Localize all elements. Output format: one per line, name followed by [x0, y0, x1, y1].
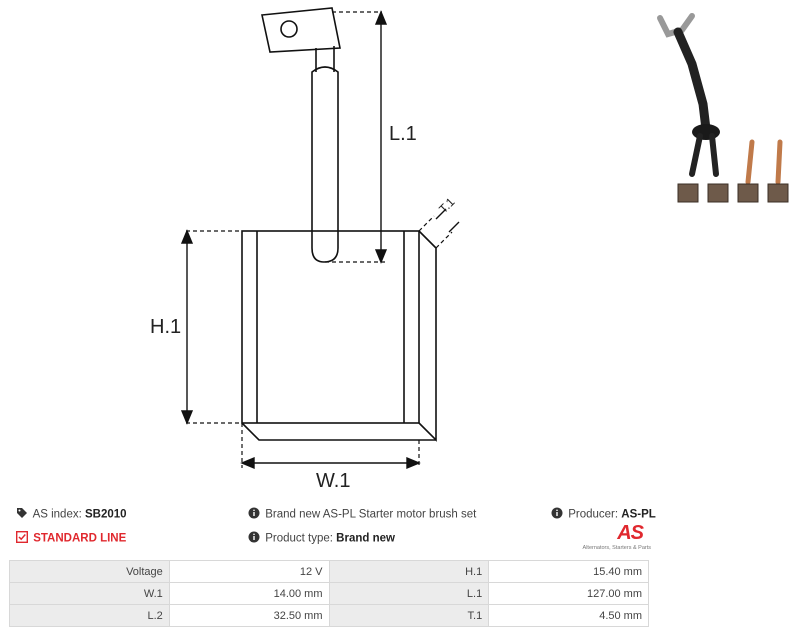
table-row: W.1 14.00 mm L.1 127.00 mm — [9, 582, 649, 605]
spec-key: L.1 — [328, 582, 490, 605]
label-w1: W.1 — [316, 470, 350, 492]
producer-label: Producer: — [568, 508, 619, 521]
spec-key: W.1 — [9, 582, 170, 605]
spec-value: 12 V — [168, 560, 330, 583]
label-h1: H.1 — [150, 316, 181, 338]
as-index: AS index: SB2010 — [16, 507, 127, 522]
tag-icon — [16, 507, 30, 522]
product-type-label: Product type: — [265, 532, 333, 545]
specs-table: Voltage 12 V H.1 15.40 mm W.1 14.00 mm L… — [9, 560, 649, 627]
as-index-label: AS index: — [32, 508, 82, 521]
spec-key: T.1 — [328, 604, 490, 627]
logo-mark: AS — [617, 522, 644, 544]
label-l1: L.1 — [389, 123, 417, 145]
product-type-value: Brand new — [336, 532, 395, 545]
as-pl-logo: AS Alternators, Starters & Parts — [583, 522, 651, 554]
spec-value: 4.50 mm — [488, 604, 649, 627]
product-photo — [657, 13, 789, 203]
spec-key: H.1 — [328, 560, 490, 583]
spec-key: Voltage — [9, 560, 170, 583]
description-text: Brand new AS-PL Starter motor brush set — [265, 508, 477, 521]
table-row: L.2 32.50 mm T.1 4.50 mm — [9, 604, 649, 627]
standard-line-text: STANDARD LINE — [33, 532, 127, 545]
label-t1: T.1 — [436, 195, 457, 216]
info-icon — [551, 507, 565, 522]
check-square-icon — [15, 530, 30, 546]
as-index-value: SB2010 — [85, 508, 127, 521]
standard-line-badge: STANDARD LINE — [15, 530, 127, 546]
product-description: Brand new AS-PL Starter motor brush set — [248, 507, 476, 522]
producer: Producer: AS-PL — [551, 507, 656, 522]
producer-value: AS-PL — [621, 508, 656, 521]
product-type: Product type: Brand new — [248, 531, 395, 546]
brush-technical-drawing: L.1 H.1 W.1 T.1 — [150, 7, 460, 492]
spec-key: L.2 — [9, 604, 170, 627]
spec-value: 127.00 mm — [488, 582, 649, 605]
spec-value: 14.00 mm — [168, 582, 330, 605]
spec-value: 15.40 mm — [488, 560, 649, 583]
info-icon — [248, 531, 262, 546]
table-row: Voltage 12 V H.1 15.40 mm — [9, 560, 649, 583]
spec-value: 32.50 mm — [168, 604, 330, 627]
logo-tagline: Alternators, Starters & Parts — [582, 545, 651, 551]
info-icon — [248, 507, 262, 522]
